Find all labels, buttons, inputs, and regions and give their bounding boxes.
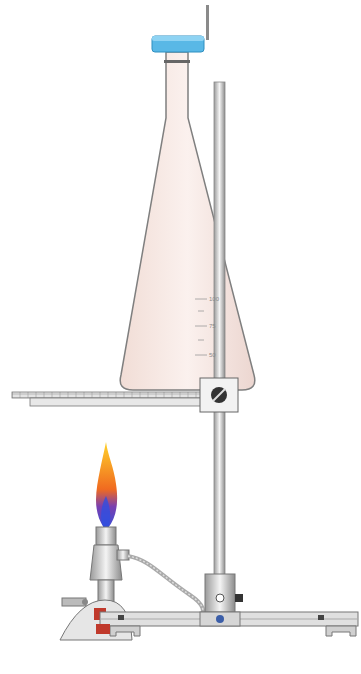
volume-mark: 100 bbox=[209, 296, 219, 302]
wire-gauze bbox=[12, 392, 212, 398]
stand-base bbox=[100, 612, 358, 626]
graduation-marks bbox=[195, 299, 207, 355]
rod-holder bbox=[205, 574, 235, 614]
clamp-knob bbox=[211, 387, 227, 403]
stand-foot bbox=[326, 626, 356, 636]
volume-mark: 50 bbox=[209, 352, 216, 358]
flame bbox=[96, 442, 117, 528]
stand-rod bbox=[214, 82, 225, 612]
stopper bbox=[152, 36, 204, 52]
erlenmeyer-flask bbox=[120, 52, 255, 390]
gas-inlet bbox=[117, 550, 129, 560]
stand-foot bbox=[110, 626, 140, 636]
burner-tube bbox=[96, 527, 116, 545]
stopper-top bbox=[152, 36, 204, 41]
support-ring bbox=[30, 398, 215, 406]
boss-clamp bbox=[200, 378, 238, 412]
glass-rod bbox=[206, 5, 209, 40]
volume-mark: 75 bbox=[209, 323, 216, 329]
flask-lip bbox=[164, 60, 190, 63]
gas-hose bbox=[128, 556, 203, 618]
